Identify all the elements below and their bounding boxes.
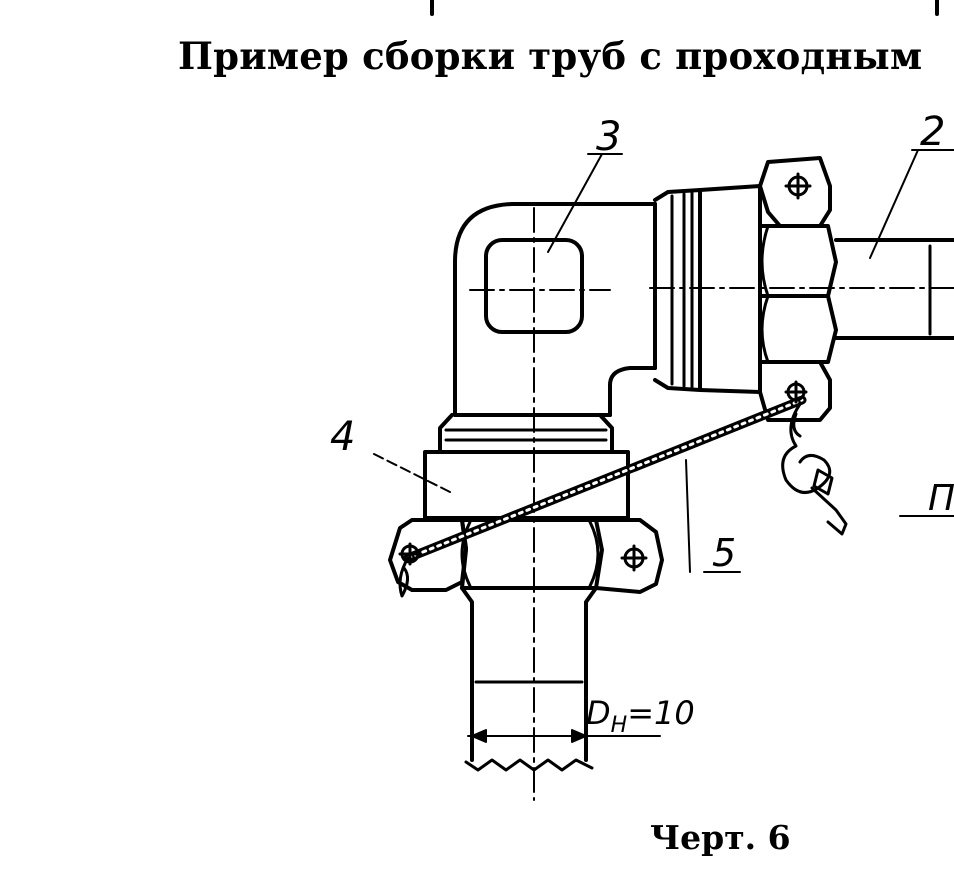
circle-cross-icon [784, 380, 808, 404]
label-partial-right: П [928, 478, 954, 519]
drawing-caption: Черт. 6 [650, 818, 791, 857]
circle-cross-icon [398, 542, 422, 566]
label-part-2: 2 [920, 109, 945, 155]
vertical-nipple [423, 413, 630, 520]
label-diameter: DH=10 [586, 694, 695, 738]
hex-nut-bottom [388, 518, 664, 594]
label-part-5: 5 [712, 531, 736, 575]
circle-cross-icon [620, 544, 648, 572]
diameter-dimension [467, 681, 661, 743]
hex-nut-right [758, 156, 838, 422]
right-tube [834, 238, 954, 340]
elbow-body [453, 202, 657, 417]
drawing-title: Пример сборки труб с проходным [178, 34, 923, 78]
leader-lines [373, 149, 954, 573]
label-part-3: 3 [596, 114, 621, 160]
bottom-tube [460, 586, 598, 772]
circle-cross-icon [784, 172, 812, 200]
locking-wire [398, 395, 848, 598]
label-part-4: 4 [330, 414, 355, 460]
